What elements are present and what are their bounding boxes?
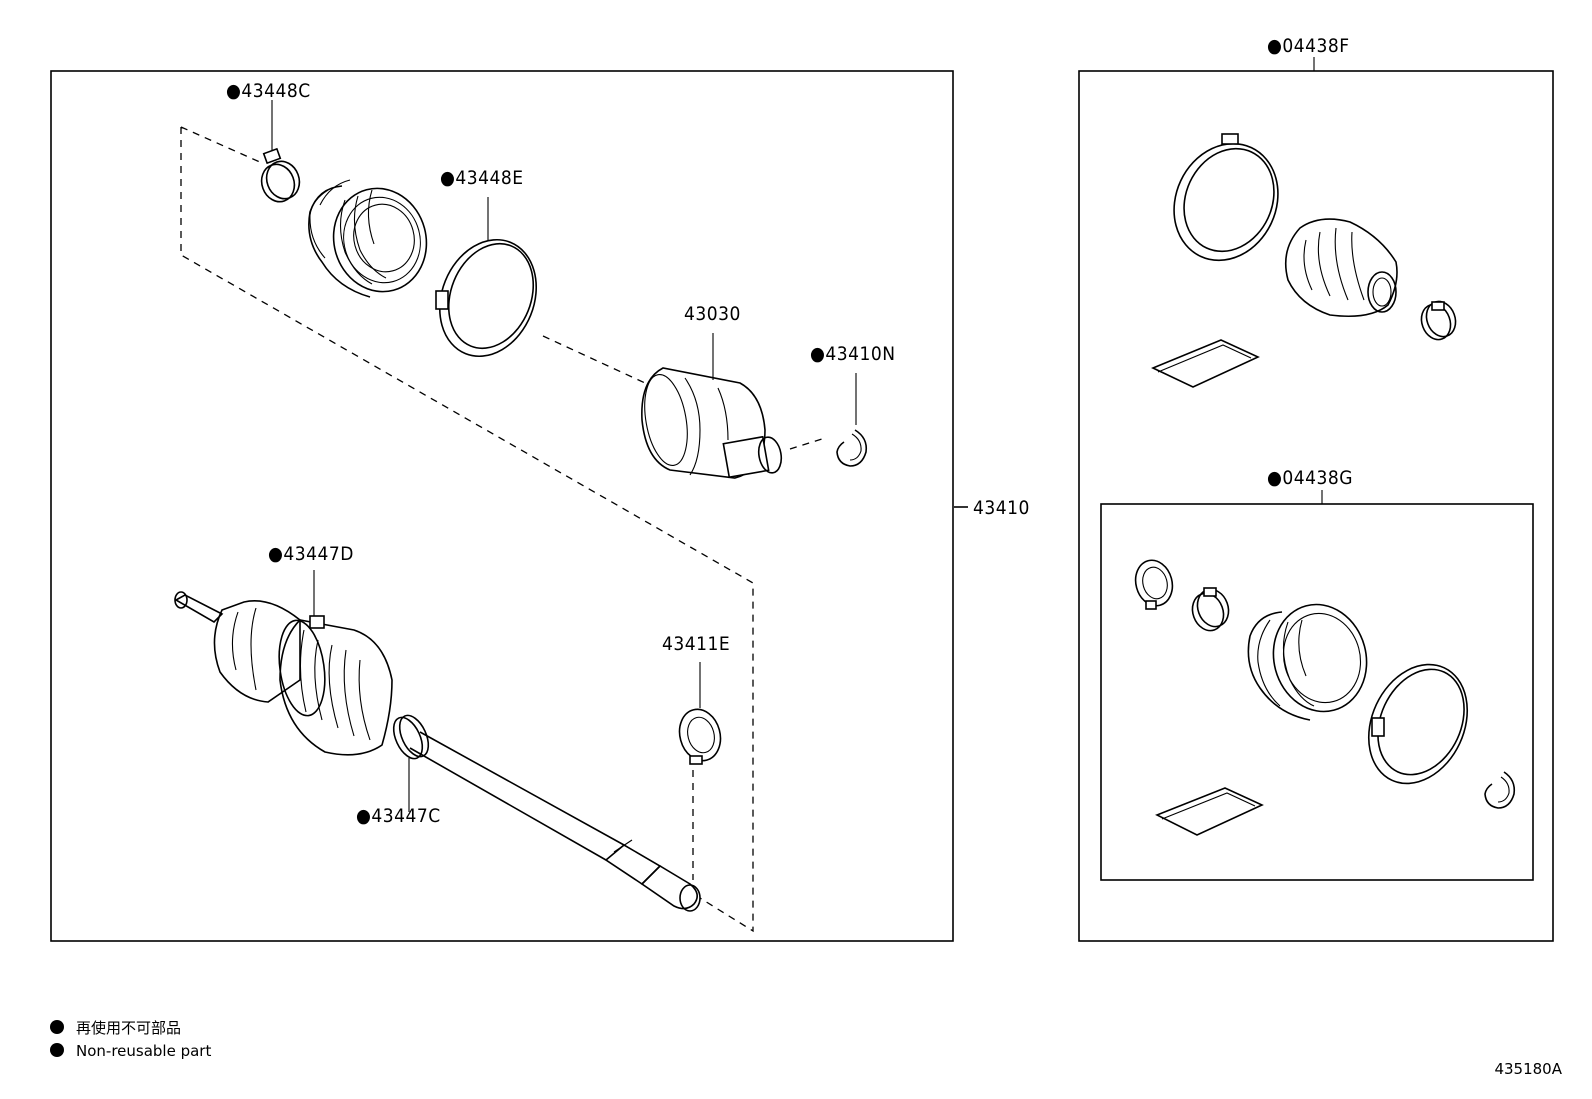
kit-f-clamp-band	[1173, 57, 1315, 262]
kit-g-snap-ring	[1134, 490, 1323, 610]
snap-ring-43410n	[836, 373, 868, 467]
label-43447d: ●43447D	[268, 543, 354, 565]
axle-shaft	[409, 731, 701, 912]
kit-f-frame	[1078, 70, 1554, 942]
legend-line-ja: 再使用不可部品	[76, 1019, 181, 1037]
label-43411e: 43411E	[662, 633, 730, 655]
kit-g-small-clamp	[1191, 587, 1230, 632]
clamp-43448c	[260, 100, 301, 203]
diagram-id: 435180A	[1494, 1060, 1562, 1078]
label-04438f: ●04438F	[1267, 35, 1350, 57]
label-43410n: ●43410N	[810, 343, 896, 365]
kit-f-grease-pack	[1151, 339, 1260, 388]
kit-f-small-clamp	[1420, 300, 1457, 341]
label-04438g: ●04438G	[1267, 467, 1353, 489]
label-43448c: ●43448C	[226, 80, 311, 102]
kit-g-circlip	[1484, 771, 1516, 809]
legend-line-en: Non-reusable part	[76, 1042, 211, 1060]
main-assembly-frame	[50, 70, 954, 942]
label-43447c: ●43447C	[356, 805, 441, 827]
label-43448e: ●43448E	[440, 167, 524, 189]
boot-inboard	[308, 179, 428, 298]
inner-assembly-dashed-outline	[180, 126, 823, 933]
outer-joint-boot-43447d	[174, 570, 430, 760]
label-43030: 43030	[684, 303, 741, 325]
kit-g-grease-pack	[1155, 787, 1264, 836]
legend-bullet-icon	[50, 1020, 64, 1034]
snap-ring-43411e	[678, 662, 722, 765]
legend-bullet-icon	[50, 1043, 64, 1057]
kit-g-boot	[1247, 603, 1368, 721]
label-43410: 43410	[973, 497, 1030, 519]
joint-housing-43030	[641, 333, 783, 479]
clamp-band-43448e	[435, 197, 538, 358]
kit-g-frame	[1100, 503, 1534, 881]
kit-g-clamp-band	[1367, 663, 1469, 785]
kit-f-boot	[1284, 218, 1398, 318]
